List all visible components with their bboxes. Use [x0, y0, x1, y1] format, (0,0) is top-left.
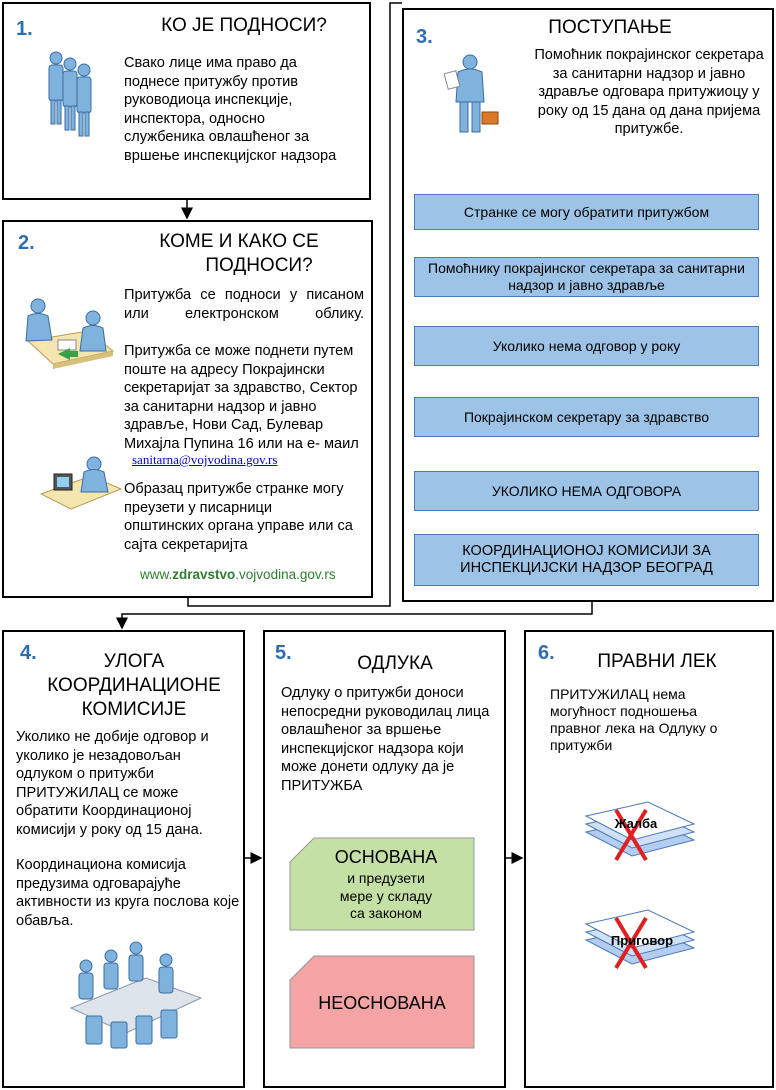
box-to-whom-how: 2. КОМЕ И КАКО СЕ ПОДНОСИ? Притужба се п…	[2, 220, 373, 598]
box2-title-line2: ПОДНОСИ?	[205, 255, 313, 276]
crossed-documents-icon	[584, 909, 696, 970]
email-link[interactable]: sanitarna@vojvodina.gov.rs	[132, 452, 278, 467]
step-coordination-commission: КООРДИНАЦИОНОЈ КОМИСИЈИ ЗА ИНСПЕКЦИЈСКИ …	[414, 534, 759, 586]
box3-number: 3.	[416, 26, 433, 48]
box-who-submits: 1. КО ЈЕ ПОДНОСИ? Свако лице има право д…	[2, 2, 371, 200]
website-prefix: www.	[140, 567, 173, 582]
box6-title: ПРАВНИ ЛЕК	[597, 651, 717, 672]
box5-number: 5.	[275, 642, 292, 664]
box5-text: Одлуку о притужби доноси непосредни руко…	[281, 685, 490, 794]
objection-doc-label: Приговор	[610, 933, 674, 948]
people-icon	[48, 51, 92, 137]
box1-number: 1.	[16, 18, 33, 40]
step-assistant-secretary: Помоћнику покрајинског секретара за сани…	[414, 257, 759, 297]
box2-title-line1: КОМЕ И КАКО СЕ	[159, 231, 319, 252]
step-provincial-secretary: Покрајинском секретару за здравство	[414, 397, 759, 437]
box4-text2: Координациона комисија предузима одговар…	[16, 857, 240, 929]
complaint-doc-label: Жалба	[614, 816, 658, 831]
box2-text3: Образац притужбе странке могу преузети у…	[124, 481, 353, 553]
website-bold: zdravstvo	[172, 567, 236, 582]
box2-text1: Притужба се подноси у писаном или електр…	[124, 287, 364, 322]
office-meeting-icon	[25, 298, 115, 369]
businessman-icon	[443, 54, 499, 133]
computer-desk-icon	[39, 456, 123, 510]
founded-title: ОСНОВАНА	[334, 847, 438, 867]
step-parties-may-complain: Странке се могу обратити притужбом	[414, 194, 759, 230]
box2-text2: Притужба се може поднети путем поште на …	[124, 343, 359, 452]
step-no-reply: УКОЛИКО НЕМА ОДГОВОРА	[414, 471, 759, 511]
unfounded-label: НЕОСНОВАНА	[318, 993, 446, 1013]
email-line: sanitarna@vojvodina.gov.rs	[132, 451, 362, 470]
box4-number: 4.	[20, 642, 37, 664]
box3-text: Помоћник покрајинског секретара за санит…	[534, 47, 764, 137]
unfounded-shape	[289, 955, 475, 1049]
box-procedure: 3. ПОСТУПАЊЕ Помоћник покрајинског секре…	[402, 8, 774, 602]
founded-text: и предузети мере у складу са законом	[339, 870, 433, 921]
founded-shape	[289, 837, 475, 931]
box3-title: ПОСТУПАЊЕ	[548, 17, 672, 38]
box1-text: Свако лице има право да поднесе притужбу…	[124, 55, 337, 164]
conference-table-icon	[69, 941, 203, 1049]
box-legal-remedy: 6. ПРАВНИ ЛЕК ПРИТУЖИЛАЦ нема могућност …	[524, 630, 774, 1088]
website-link[interactable]: www.zdravstvo.vojvodina.gov.rs	[140, 566, 336, 585]
box6-number: 6.	[538, 642, 555, 664]
box-coordination-role: 4. УЛОГА КООРДИНАЦИОНЕ КОМИСИЈЕ Уколико …	[2, 630, 245, 1088]
website-suffix: .vojvodina.gov.rs	[235, 567, 336, 582]
box6-text: ПРИТУЖИЛАЦ нема могућност подношења прав…	[550, 686, 718, 753]
step-no-reply-in-time: Уколико нема одговор у року	[414, 326, 759, 366]
box2-number: 2.	[18, 232, 35, 254]
box4-title: УЛОГА КООРДИНАЦИОНЕ КОМИСИЈЕ	[47, 651, 221, 720]
box5-title: ОДЛУКА	[357, 653, 433, 674]
box1-title: КО ЈЕ ПОДНОСИ?	[161, 15, 327, 36]
box4-text1: Уколико не добије одговор и уколико је н…	[16, 729, 209, 838]
crossed-documents-icon	[584, 801, 696, 862]
